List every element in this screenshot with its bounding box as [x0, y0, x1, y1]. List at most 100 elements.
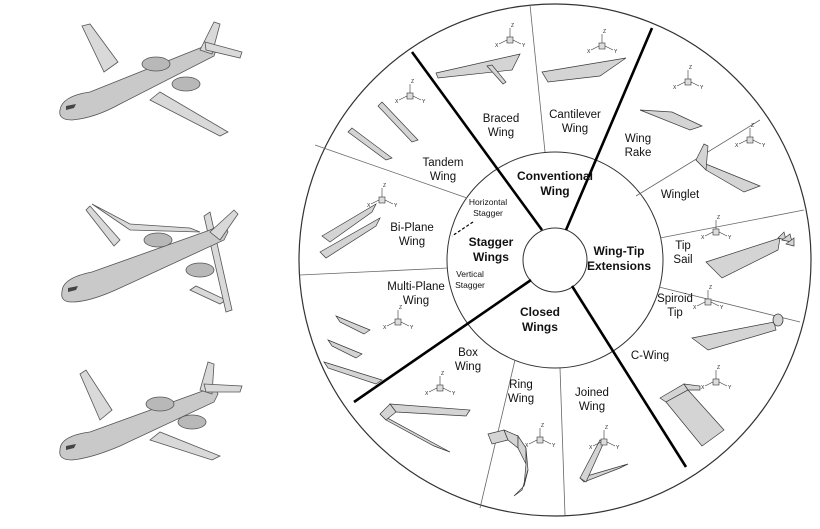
multiplane-wing-sketch: [323, 315, 383, 385]
axis-triad: ZYX: [701, 365, 732, 391]
tipsail-wing-sketch: [705, 231, 795, 279]
cwing-line1: C-Wing: [631, 350, 669, 362]
axis-letter-z: Z: [399, 305, 402, 311]
rake-line2: Rake: [625, 147, 652, 159]
ring-line1: Ring: [509, 379, 533, 391]
axis-letter-y: Y: [728, 235, 732, 241]
axis-triad: ZYX: [673, 65, 704, 91]
winglet-wing-sketch: [695, 143, 761, 193]
spiroid-wing-sketch: [691, 313, 784, 351]
axis-letter-y: Y: [422, 99, 426, 105]
tipsail-line2: Sail: [673, 254, 692, 266]
axis-letter-y: Y: [614, 49, 618, 55]
cantilever-wing-sketch: [541, 57, 627, 83]
axis-triad: ZYX: [425, 371, 456, 397]
axis-letter-y: Y: [552, 443, 556, 449]
axis-triad: ZYX: [735, 123, 766, 149]
axis-letter-x: X: [693, 305, 697, 311]
axis-triad: Z Y X: [587, 29, 618, 55]
axis-letter-z: Z: [717, 215, 720, 221]
rake-line1: Wing: [625, 133, 651, 145]
axis-letter-z: Z: [383, 183, 386, 189]
axis-letter-z: Z: [411, 79, 414, 85]
axis-letter-z: Z: [689, 65, 692, 71]
spiroid-line1: Spiroid: [657, 293, 693, 305]
axis-triad: ZYX: [525, 423, 556, 449]
spiroid-line2: Tip: [667, 307, 683, 319]
category-stagger-line1: Stagger: [469, 235, 514, 249]
axis-triad: Z Y X: [589, 425, 620, 451]
axis-letter-z: Z: [717, 365, 720, 371]
braced-wing-sketch: [435, 53, 521, 85]
axis-letter-z: Z: [603, 29, 606, 35]
center-categories: Conventional Wing Wing-Tip Extensions Cl…: [469, 169, 652, 334]
axis-letter-z: Z: [709, 285, 712, 291]
winglet-line1: Winglet: [661, 189, 700, 201]
cwing-sketch: [659, 383, 725, 447]
biplane-wing-sketch: [319, 203, 381, 259]
axis-letter-x: X: [395, 99, 399, 105]
cantilever-line1: Cantilever: [549, 109, 601, 121]
axis-letter-z: Z: [605, 425, 608, 431]
category-closed-line1: Closed: [520, 305, 560, 319]
box-line2: Wing: [455, 361, 481, 373]
category-wingtip-line1: Wing-Tip: [594, 244, 645, 258]
axis-letter-x: X: [589, 445, 593, 451]
vertical-stagger-line1: Vertical: [456, 269, 484, 279]
cantilever-line2: Wing: [562, 123, 588, 135]
axis-letter-x: X: [587, 49, 591, 55]
axis-triad: Z Y X: [495, 23, 526, 49]
axis-triad: ZYX: [693, 285, 724, 311]
ring-line2: Wing: [508, 393, 534, 405]
category-conventional-line2: Wing: [540, 184, 569, 198]
wing-wheel: [298, 3, 812, 517]
axis-letter-y: Y: [728, 385, 732, 391]
axis-letter-x: X: [735, 143, 739, 149]
axis-letter-y: Y: [394, 203, 398, 209]
category-stagger-line2: Wings: [473, 250, 509, 264]
axis-letter-x: X: [673, 85, 677, 91]
braced-line1: Braced: [483, 113, 519, 125]
tandem-line2: Wing: [430, 171, 456, 183]
outer-ring: [298, 3, 812, 517]
axis-letter-x: X: [367, 203, 371, 209]
stagger-notes: Horizontal Stagger Vertical Stagger: [451, 197, 507, 290]
middle-ring: [446, 151, 664, 369]
axis-letter-z: Z: [541, 423, 544, 429]
stagger-dashed-line: [451, 221, 474, 237]
axis-letter-y: Y: [522, 43, 526, 49]
joined-line2: Wing: [579, 401, 605, 413]
axis-triad: Z Y X: [395, 79, 426, 105]
category-closed-line2: Wings: [522, 320, 558, 334]
aircraft-tandem-icon: [59, 361, 243, 461]
rake-wing-sketch: [639, 109, 703, 131]
axis-letter-z: Z: [511, 23, 514, 29]
category-dividers: [353, 27, 688, 468]
axis-letter-x: X: [425, 391, 429, 397]
biplane-line1: Bi-Plane: [390, 222, 433, 234]
hub-ring: [522, 227, 588, 293]
joined-line1: Joined: [575, 387, 609, 399]
axis-letter-y: Y: [616, 445, 620, 451]
multiplane-line2: Wing: [403, 295, 429, 307]
joined-wing-sketch: [579, 439, 629, 483]
box-wing-sketch: [379, 403, 471, 453]
wing-sketches: [319, 53, 795, 497]
category-conventional-line1: Conventional: [517, 169, 593, 183]
horizontal-stagger-line2: Stagger: [473, 208, 503, 218]
axis-letter-x: X: [701, 235, 705, 241]
axis-triad: ZYX: [383, 305, 414, 331]
axis-letter-y: Y: [762, 143, 766, 149]
axis-letter-y: Y: [410, 325, 414, 331]
multiplane-line1: Multi-Plane: [387, 281, 445, 293]
horizontal-stagger-line1: Horizontal: [469, 197, 507, 207]
vertical-stagger-line2: Stagger: [455, 280, 485, 290]
braced-line2: Wing: [488, 127, 514, 139]
axis-letter-y: Y: [452, 391, 456, 397]
tipsail-line1: Tip: [675, 240, 691, 252]
ring-wing-sketch: [487, 429, 529, 497]
axis-letter-x: X: [495, 43, 499, 49]
axis-triad: Z Y X: [367, 183, 398, 209]
biplane-line2: Wing: [399, 236, 425, 248]
